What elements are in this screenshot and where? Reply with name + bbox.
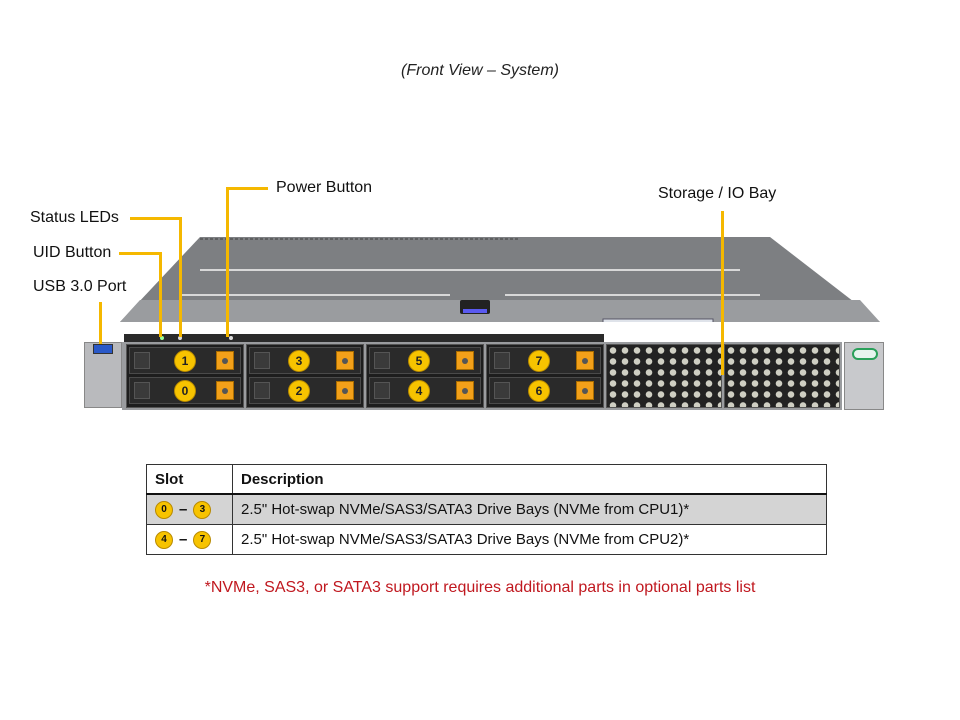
drive-tray[interactable]: 0: [129, 377, 241, 404]
tray-latch-icon[interactable]: [336, 351, 354, 370]
slot-badge: 7: [193, 530, 212, 549]
drive-tray[interactable]: 1: [129, 347, 241, 374]
control-panel-strip: [124, 334, 604, 342]
range-dash: –: [179, 531, 188, 549]
description-cell: 2.5" Hot-swap NVMe/SAS3/SATA3 Drive Bays…: [232, 493, 827, 525]
tray-latch-icon[interactable]: [576, 351, 594, 370]
tray-grip: [374, 352, 390, 369]
uid-button[interactable]: [160, 336, 164, 340]
description-cell: 2.5" Hot-swap NVMe/SAS3/SATA3 Drive Bays…: [232, 524, 827, 555]
status-led: [178, 336, 182, 340]
slot-badge: 0: [174, 380, 196, 402]
slot-badge: 5: [408, 350, 430, 372]
drive-tray[interactable]: 3: [249, 347, 361, 374]
table-row: 4–7 2.5" Hot-swap NVMe/SAS3/SATA3 Drive …: [146, 524, 827, 555]
tray-latch-icon[interactable]: [216, 381, 234, 400]
slot-range-cell: 4–7: [146, 524, 233, 555]
callout-line: [119, 252, 162, 255]
slot-badge: 3: [193, 500, 212, 519]
callout-line: [130, 217, 182, 220]
table-header-row: Slot Description: [146, 464, 827, 495]
storage-io-bay-left: [606, 344, 722, 408]
drive-tray[interactable]: 7: [489, 347, 601, 374]
storage-io-bay-right: [724, 344, 840, 408]
drive-slot-table: Slot Description 0–3 2.5" Hot-swap NVMe/…: [146, 464, 827, 555]
tray-grip: [494, 352, 510, 369]
slot-badge: 3: [288, 350, 310, 372]
callout-usb-port: USB 3.0 Port: [33, 278, 127, 295]
tray-latch-icon[interactable]: [336, 381, 354, 400]
tray-latch-icon[interactable]: [456, 381, 474, 400]
callout-status-leds: Status LEDs: [30, 209, 119, 226]
diagram-title: (Front View – System): [401, 62, 559, 79]
callout-line: [226, 187, 268, 190]
slot-badge: 0: [155, 500, 173, 519]
tray-grip: [374, 382, 390, 399]
slot-range-cell: 0–3: [146, 493, 233, 525]
tray-grip: [134, 382, 150, 399]
tray-grip: [254, 352, 270, 369]
chassis-front-panel: 1 0 3 2 5 4 7 6: [84, 334, 884, 410]
slot-badge: 4: [408, 380, 430, 402]
power-button[interactable]: [229, 336, 233, 340]
footnote: *NVMe, SAS3, or SATA3 support requires a…: [204, 579, 756, 596]
tray-latch-icon[interactable]: [216, 351, 234, 370]
drive-tray[interactable]: 6: [489, 377, 601, 404]
slot-badge: 6: [528, 380, 550, 402]
tray-grip: [134, 352, 150, 369]
callout-line: [159, 252, 162, 337]
drive-tray[interactable]: 2: [249, 377, 361, 404]
tray-grip: [254, 382, 270, 399]
slot-badge: 1: [174, 350, 196, 372]
callout-line: [179, 217, 182, 337]
drive-tray[interactable]: 5: [369, 347, 481, 374]
table-row: 0–3 2.5" Hot-swap NVMe/SAS3/SATA3 Drive …: [146, 493, 827, 525]
callout-line: [99, 302, 102, 344]
tray-grip: [494, 382, 510, 399]
slot-badge: 4: [155, 530, 173, 549]
chassis-top-cover: [120, 237, 880, 322]
column-header-description: Description: [232, 464, 827, 495]
callout-line: [721, 211, 724, 375]
slot-badge: 2: [288, 380, 310, 402]
tray-latch-icon[interactable]: [576, 381, 594, 400]
callout-line: [226, 187, 229, 337]
column-header-slot: Slot: [146, 464, 233, 495]
callout-uid-button: UID Button: [33, 244, 112, 261]
tray-latch-icon[interactable]: [456, 351, 474, 370]
callout-storage-io-bay: Storage / IO Bay: [658, 185, 777, 202]
slot-badge: 7: [528, 350, 550, 372]
brand-logo-icon: [852, 348, 878, 360]
usb-port[interactable]: [93, 344, 113, 354]
drive-tray[interactable]: 4: [369, 377, 481, 404]
range-dash: –: [179, 501, 188, 519]
callout-power-button: Power Button: [276, 179, 373, 196]
